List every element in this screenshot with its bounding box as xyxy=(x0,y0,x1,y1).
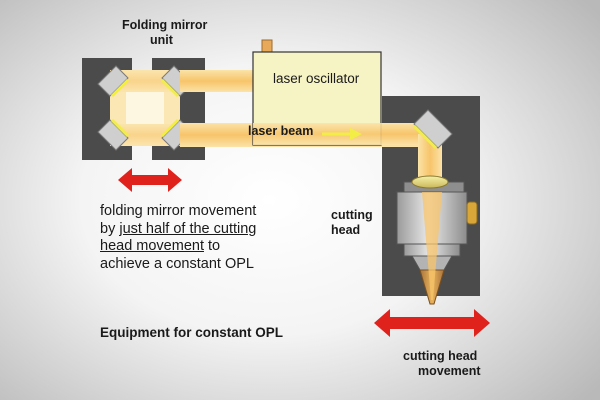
note-line-3-suffix: to xyxy=(203,238,221,254)
deflection-mirror xyxy=(412,109,453,150)
double-arrow-icon xyxy=(374,309,490,337)
note-line-1: folding mirror movement xyxy=(100,203,257,219)
movement-note: folding mirror movement by just half of … xyxy=(100,203,340,273)
note-line-3-underlined: head movement xyxy=(100,238,204,254)
beam-direction-arrow-icon xyxy=(322,128,362,140)
folding-unit-label-line2: unit xyxy=(150,33,173,47)
note-line-4: achieve a constant OPL xyxy=(100,255,254,272)
cutting-head-label-line2: head xyxy=(331,223,361,237)
laser-beam-label: laser beam xyxy=(248,124,314,138)
note-line-2-prefix: by xyxy=(100,220,120,237)
cutting-head-label-line1: cutting xyxy=(331,208,373,222)
folding-mirror-bottom-left xyxy=(97,118,130,151)
double-arrow-icon xyxy=(118,168,182,192)
equipment-title: Equipment for constant OPL xyxy=(100,325,284,340)
focused-beam xyxy=(422,192,442,300)
note-line-2: by just half of the cutting xyxy=(100,221,340,239)
oscillator-output-beam xyxy=(180,70,255,92)
folding-unit-label-line1: Folding mirror xyxy=(122,18,208,32)
head-movement-label-line1: cutting head xyxy=(403,349,478,363)
note-line-3: head movement to xyxy=(100,238,340,256)
folding-mirror-top-left xyxy=(97,65,130,98)
laser-oscillator-label: laser oscillator xyxy=(273,71,360,86)
note-line-2-underlined: just half of the cutting xyxy=(119,220,257,237)
head-movement-label-line2: movement xyxy=(418,364,481,378)
